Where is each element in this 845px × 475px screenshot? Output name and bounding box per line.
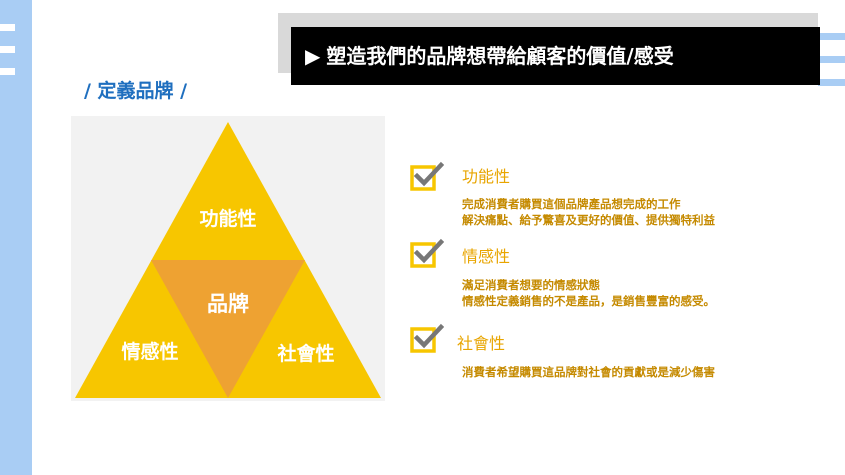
item-functional-line-2: 解決痛點、給予驚喜及更好的價值、提供獨特利益 bbox=[462, 213, 715, 227]
item-social-line-1: 消費者希望購買這品牌對社會的貢獻或是減少傷害 bbox=[462, 365, 715, 379]
item-emotional-title: 情感性 bbox=[462, 247, 511, 266]
item-functional-line-1: 完成消費者購買這個品牌產品想完成的工作 bbox=[462, 197, 681, 211]
right-dash-1 bbox=[818, 33, 845, 40]
checkbox-check-icon bbox=[410, 238, 444, 268]
pyramid-panel: 功能性 品牌 情感性 社會性 bbox=[71, 116, 385, 401]
checkbox-check-icon bbox=[410, 323, 444, 353]
item-emotional-desc: 滿足消費者想要的情感狀態 情感性定義銷售的不是產品，是銷售豐富的感受。 bbox=[462, 277, 715, 309]
left-dash-1 bbox=[0, 24, 15, 31]
item-emotional-line-2: 情感性定義銷售的不是產品，是銷售豐富的感受。 bbox=[462, 294, 715, 308]
left-dash-3 bbox=[0, 68, 15, 75]
item-social-title: 社會性 bbox=[457, 334, 506, 353]
pyramid-diagram bbox=[75, 122, 381, 398]
pyramid-top-label: 功能性 bbox=[199, 208, 257, 230]
slide-title-bar: ▶塑造我們的品牌想帶給顧客的價值/感受 bbox=[291, 27, 820, 85]
item-functional-title: 功能性 bbox=[462, 167, 511, 186]
pyramid-center-label: 品牌 bbox=[207, 292, 249, 316]
right-dash-3 bbox=[818, 79, 845, 86]
triangle-right-icon: ▶ bbox=[305, 44, 321, 68]
item-emotional-line-1: 滿足消費者想要的情感狀態 bbox=[462, 278, 600, 292]
pyramid-center-triangle bbox=[151, 260, 305, 398]
item-social-desc: 消費者希望購買這品牌對社會的貢獻或是減少傷害 bbox=[462, 364, 715, 380]
pyramid-right-label: 社會性 bbox=[277, 343, 335, 365]
section-label: / 定義品牌 / bbox=[84, 80, 188, 102]
item-functional-desc: 完成消費者購買這個品牌產品想完成的工作 解決痛點、給予驚喜及更好的價值、提供獨特… bbox=[462, 196, 715, 228]
right-dash-2 bbox=[818, 56, 845, 63]
checkbox-check-icon bbox=[410, 161, 444, 191]
pyramid-left-label: 情感性 bbox=[121, 341, 179, 363]
left-dash-2 bbox=[0, 46, 15, 53]
slide-title: 塑造我們的品牌想帶給顧客的價值/感受 bbox=[326, 44, 674, 68]
left-side-band bbox=[0, 0, 32, 475]
